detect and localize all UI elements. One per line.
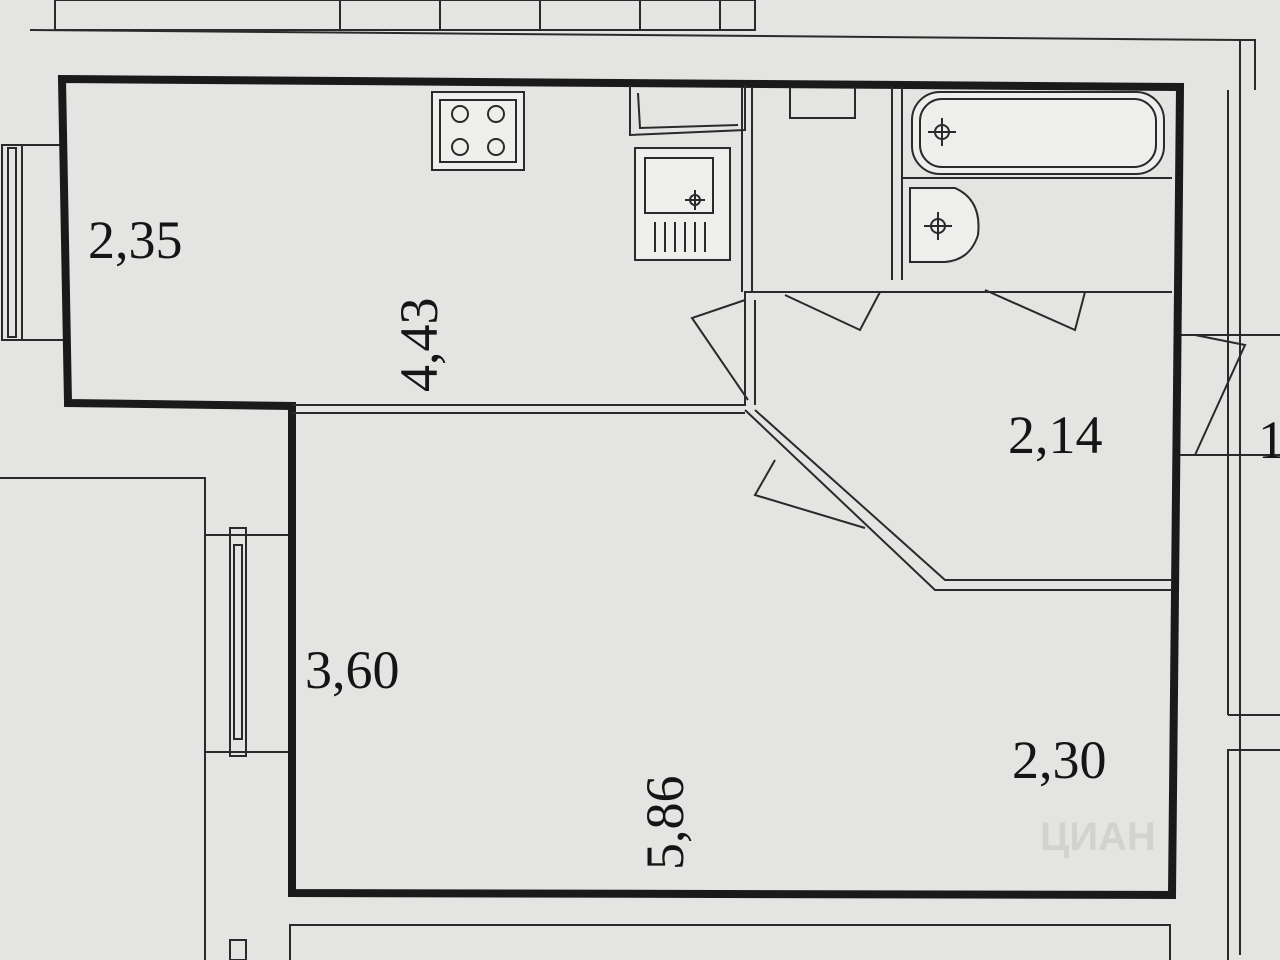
- kitchen-width-label: 2,35: [88, 210, 183, 270]
- door-swings: [690, 289, 1247, 529]
- kitchen-length-label: 4,43: [389, 298, 449, 393]
- fridge-icon: [629, 85, 746, 137]
- hall-width-label: 2,14: [1008, 405, 1103, 465]
- room-window: [205, 527, 292, 757]
- watermark-text: ЦИАН: [1040, 815, 1156, 859]
- apartment-outer-wall: [57, 74, 1185, 900]
- bathtub-icon: [911, 91, 1165, 175]
- interior-walls: [292, 87, 1172, 591]
- edge-mark-label: 1: [1258, 410, 1280, 470]
- toilet-icon: [789, 87, 856, 119]
- kitchen-window: [1, 144, 66, 341]
- room-width-label: 3,60: [305, 640, 400, 700]
- room-depth-label: 2,30: [1012, 730, 1107, 790]
- lower-window: [229, 939, 247, 960]
- sink-icon: [634, 147, 731, 261]
- stove-icon: [431, 91, 525, 171]
- room-length-label: 5,86: [635, 776, 695, 871]
- washbasin-icon: [909, 187, 980, 263]
